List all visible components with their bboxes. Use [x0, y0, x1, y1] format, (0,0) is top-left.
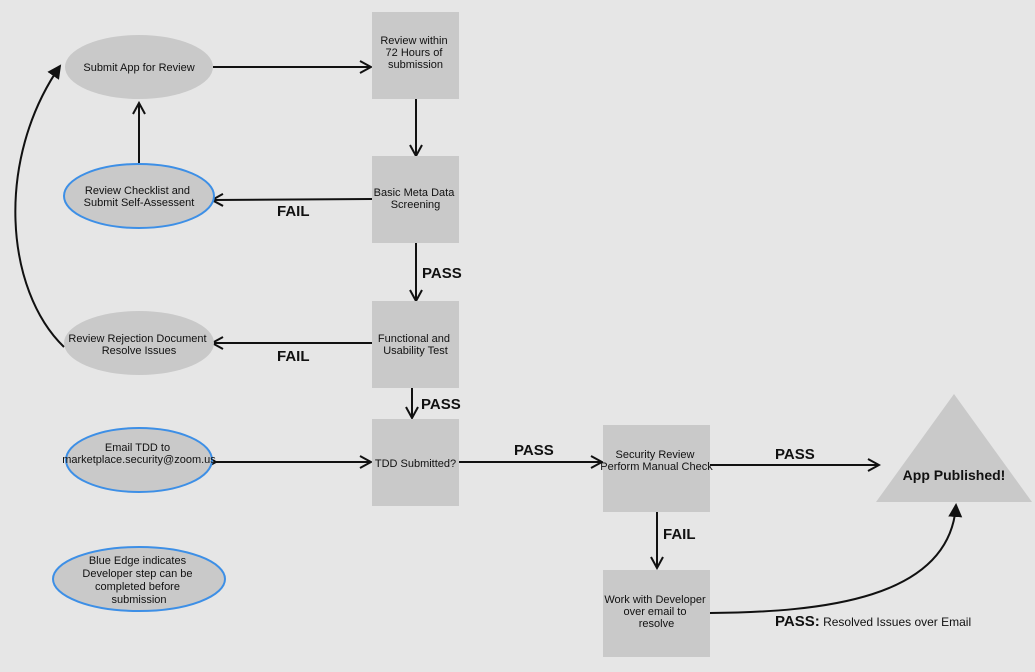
edge-labels: FAIL PASS FAIL PASS PASS PASS FAIL PASS:…	[277, 203, 971, 630]
legend-line-2: Developer step can be	[82, 568, 192, 580]
svg-text:Basic Meta Data Screen: Basic Meta Data Screening	[374, 187, 458, 211]
legend-line-3: completed before	[95, 581, 180, 593]
legend-blue-edge: Blue Edge indicates Developer step can b…	[52, 546, 226, 612]
node-work-line-2: over email to	[623, 606, 686, 618]
edges	[14, 64, 963, 614]
node-functional-line-2: Usability Test	[383, 345, 448, 357]
label-work-pass-rest: Resolved Issues over Email	[820, 615, 971, 629]
node-meta-line-2: Screening	[391, 199, 441, 211]
svg-text:Review Rejection Document: Review Rejection Document Resolve Issues	[68, 333, 209, 357]
node-functional-test: Functional and Usability Test	[372, 301, 459, 388]
node-review-checklist: Review Checklist and Submit Self-Assesse…	[63, 163, 215, 229]
node-rejection-line-2: Resolve Issues	[102, 345, 177, 357]
node-published-line-1: App Published!	[903, 467, 1006, 483]
node-review72-line-3: submission	[388, 59, 443, 71]
label-functional-fail: FAIL	[277, 348, 310, 365]
legend-line-4: submission	[111, 594, 166, 606]
label-security-fail: FAIL	[663, 526, 696, 543]
node-review-rejection: Review Rejection Document Resolve Issues	[64, 311, 214, 375]
label-work-pass: PASS: Resolved Issues over Email	[775, 613, 971, 630]
node-meta-data-screening: Basic Meta Data Screening	[372, 156, 459, 243]
node-app-published: App Published!	[876, 394, 1032, 502]
label-functional-pass: PASS	[421, 396, 461, 413]
node-review72-line-2: 72 Hours of	[386, 47, 444, 59]
svg-text:Functional and Usabili: Functional and Usability Test	[378, 333, 453, 357]
label-work-pass-bold: PASS:	[775, 613, 820, 630]
node-submit-line-1: Submit App for Review	[83, 62, 194, 74]
svg-text:Blue Edge indicates De: Blue Edge indicates Developer step can b…	[82, 555, 195, 606]
edge-rejection-to-submit	[14, 64, 65, 348]
node-email-line-1: Email TDD to	[105, 442, 170, 454]
label-meta-fail: FAIL	[277, 203, 310, 220]
svg-text:App Published!: App Published!	[903, 467, 1006, 483]
edge-work-to-published	[709, 503, 963, 614]
svg-text:Email TDD to marketpla: Email TDD to marketplace.security@zoom.u…	[62, 442, 216, 466]
label-meta-pass: PASS	[422, 265, 462, 282]
node-work-line-3: resolve	[639, 618, 674, 630]
node-tdd-line-1: TDD Submitted?	[375, 458, 456, 470]
svg-text:Submit App for Review: Submit App for Review	[83, 62, 194, 74]
node-meta-line-1: Basic Meta Data	[374, 187, 456, 199]
edge-meta-to-checklist	[213, 199, 373, 200]
svg-text:Work with Developer ov: Work with Developer over email to resolv…	[604, 594, 708, 630]
node-email-line-2: marketplace.security@zoom.us	[62, 454, 216, 466]
node-checklist-line-1: Review Checklist and	[85, 185, 190, 197]
svg-text:TDD Submitted?: TDD Submitted?	[375, 458, 456, 470]
node-functional-line-1: Functional and	[378, 333, 450, 345]
node-security-line-1: Security Review	[616, 449, 695, 461]
node-tdd-submitted: TDD Submitted?	[372, 419, 459, 506]
label-security-pass: PASS	[775, 446, 815, 463]
svg-text:Security Review: Security Review Perform Manual Check	[600, 449, 713, 473]
node-review-72-hours: Review within 72 Hours of submission	[372, 12, 459, 99]
node-review72-line-1: Review within	[380, 35, 447, 47]
svg-text:Review within 72 Hours: Review within 72 Hours of submission	[380, 35, 450, 71]
label-tdd-pass: PASS	[514, 442, 554, 459]
nodes: Submit App for Review Review within 72 H…	[52, 12, 1032, 657]
node-work-with-developer: Work with Developer over email to resolv…	[603, 570, 710, 657]
node-security-review: Security Review Perform Manual Check	[600, 425, 713, 512]
legend-line-1: Blue Edge indicates	[89, 555, 187, 567]
svg-text:Review Checklist and S: Review Checklist and Submit Self-Assesse…	[84, 185, 195, 209]
node-work-line-1: Work with Developer	[604, 594, 706, 606]
node-submit-app: Submit App for Review	[65, 35, 213, 99]
node-email-tdd: Email TDD to marketplace.security@zoom.u…	[62, 427, 216, 493]
node-checklist-line-2: Submit Self-Assessent	[84, 197, 195, 209]
node-security-line-3: Perform Manual Check	[600, 461, 713, 473]
node-rejection-line-1: Review Rejection Document	[68, 333, 206, 345]
